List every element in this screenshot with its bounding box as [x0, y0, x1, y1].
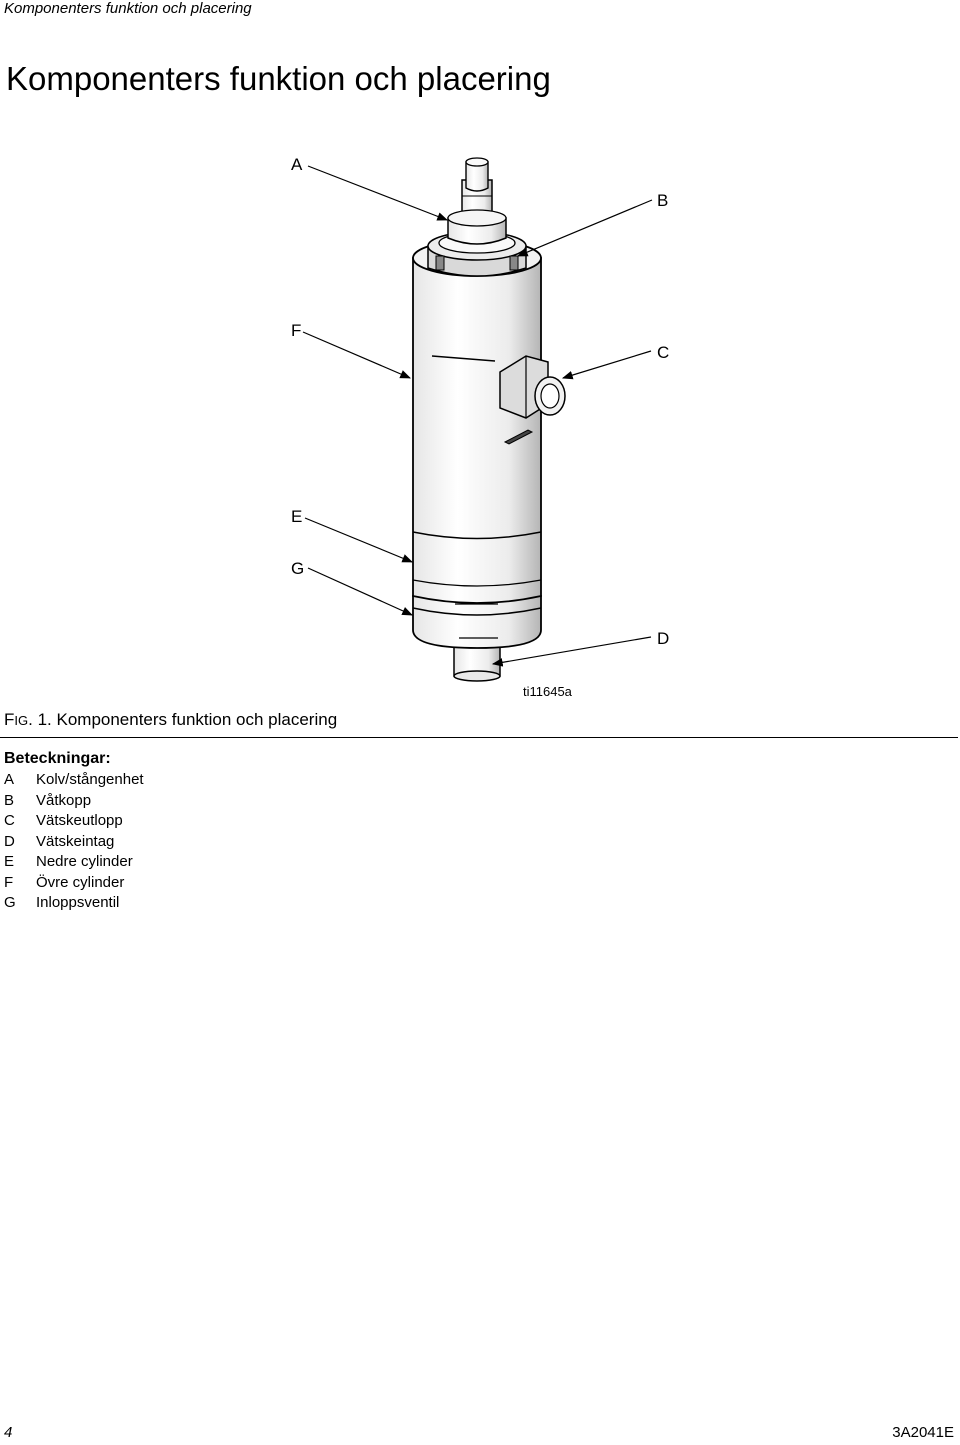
- cylinder-body: [412, 257, 542, 604]
- legend-title: Beteckningar:: [4, 750, 111, 767]
- pump-illustration: [302, 157, 653, 682]
- lower-collar: [412, 595, 542, 649]
- callout-f: F: [291, 321, 302, 340]
- callout-g: G: [291, 559, 305, 578]
- callout-b: B: [657, 191, 669, 210]
- page-title: Komponenters funktion och placering: [6, 60, 551, 97]
- running-header: Komponenters funktion och placering: [4, 0, 252, 17]
- pump-figure: A B F C E G D: [0, 140, 960, 710]
- caption-prefix-first: F: [4, 710, 15, 729]
- callout-d: D: [657, 629, 670, 648]
- document-number: 3A2041E: [892, 1424, 954, 1441]
- caption-number: . 1.: [28, 710, 52, 729]
- caption-divider: [0, 737, 958, 738]
- callout-c: C: [657, 343, 670, 362]
- caption-text: Komponenters funktion och placering: [56, 710, 338, 729]
- figure-caption: FIG. 1. Komponenters funktion och placer…: [4, 710, 337, 730]
- caption-prefix-rest: IG: [14, 713, 29, 728]
- page-number: 4: [4, 1424, 13, 1441]
- figure-image-id: ti11645a: [523, 684, 572, 699]
- callout-e: E: [291, 507, 303, 526]
- callout-a: A: [291, 155, 303, 174]
